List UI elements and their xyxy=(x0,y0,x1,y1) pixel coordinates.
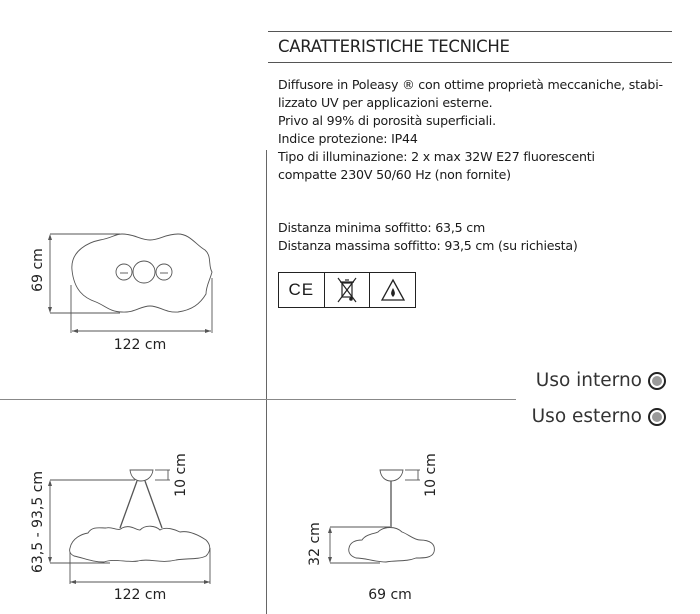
description-line: Indice protezione: IP44 xyxy=(278,131,418,146)
min-distance: Distanza minima soffitto: 63,5 cm xyxy=(278,220,486,235)
max-distance: Distanza massima soffitto: 93,5 cm (su r… xyxy=(278,238,578,253)
flammability-triangle-icon xyxy=(370,273,415,307)
description-line: lizzato UV per applicazioni esterne. xyxy=(278,95,493,110)
side-small-height-label: 32 cm xyxy=(307,522,323,566)
description-line: Privo al 99% di porosità superficiali. xyxy=(278,113,496,128)
indoor-indicator-icon xyxy=(648,371,666,390)
usage-indoor: Uso interno xyxy=(536,370,666,391)
side-small-width-label: 69 cm xyxy=(368,587,412,603)
vertical-divider xyxy=(266,150,267,614)
side-large-width-label: 122 cm xyxy=(113,587,167,603)
description-line: Tipo di illuminazione: 2 x max 32W E27 f… xyxy=(278,149,595,164)
side-small-canopy-label: 10 cm xyxy=(423,453,439,497)
top-view-bulb xyxy=(115,263,133,281)
weee-bin-icon xyxy=(325,273,371,307)
usage-outdoor: Uso esterno xyxy=(532,406,666,427)
canopy xyxy=(129,469,154,482)
ce-mark-icon: CE xyxy=(279,273,325,307)
outdoor-indicator-icon xyxy=(648,407,666,426)
top-view-bulb xyxy=(155,263,173,281)
description-line: compatte 230V 50/60 Hz (non fornite) xyxy=(278,167,511,182)
top-view-cloud xyxy=(71,233,213,313)
side-large-height-label: 63,5 - 93,5 cm xyxy=(30,470,46,574)
ceiling-distances: Distanza minima soffitto: 63,5 cm Distan… xyxy=(278,219,578,255)
title-bottom-rule xyxy=(268,62,672,63)
ce-mark-text: CE xyxy=(288,280,315,299)
side-large-canopy-label: 10 cm xyxy=(173,453,189,497)
usage-indoor-label: Uso interno xyxy=(535,370,642,391)
usage-outdoor-label: Uso esterno xyxy=(531,406,642,427)
horizontal-divider xyxy=(0,399,516,400)
top-view-width-label: 122 cm xyxy=(113,337,167,353)
canopy xyxy=(379,469,404,482)
section-title: CARATTERISTICHE TECNICHE xyxy=(278,37,510,56)
description-line: Diffusore in Poleasy ® con ottime propri… xyxy=(278,77,663,92)
certification-marks: CE xyxy=(278,272,416,308)
title-top-rule xyxy=(268,31,672,32)
side-cloud-small xyxy=(348,527,435,563)
top-view-canopy xyxy=(132,260,156,284)
side-cloud-large xyxy=(69,525,211,563)
top-view-height-label: 69 cm xyxy=(30,248,46,292)
description: Diffusore in Poleasy ® con ottime propri… xyxy=(278,76,663,184)
